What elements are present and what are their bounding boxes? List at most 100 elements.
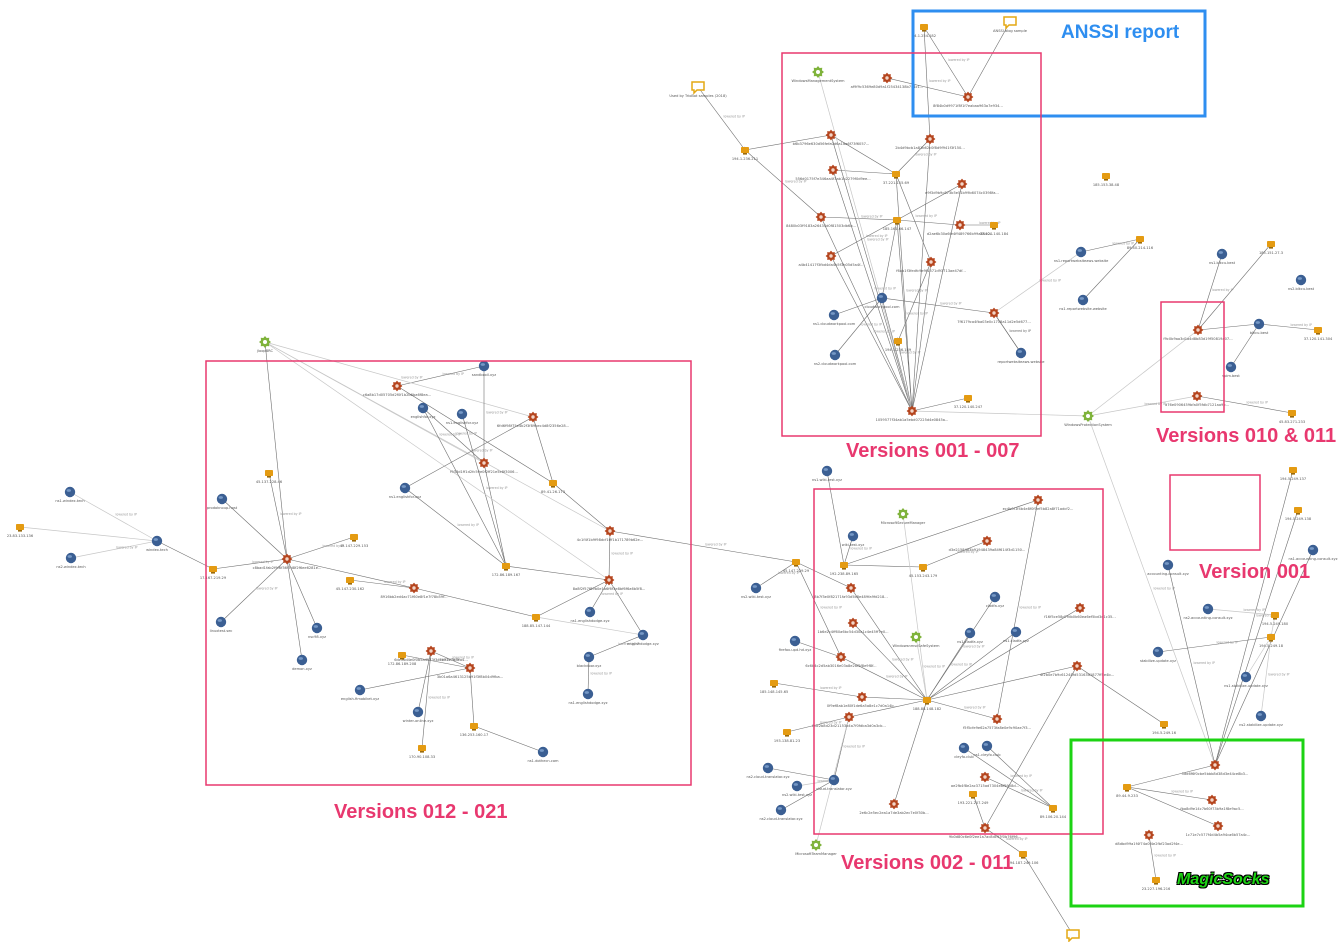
network-card-icon[interactable]	[919, 564, 927, 572]
globe-icon[interactable]	[791, 780, 803, 792]
gear-bug-icon[interactable]	[825, 129, 837, 141]
gear-bug-icon[interactable]	[847, 617, 859, 629]
gear-bug-icon[interactable]	[527, 411, 539, 423]
gear-bug-icon[interactable]	[888, 798, 900, 810]
globe-icon[interactable]	[583, 651, 595, 663]
globe-icon[interactable]	[1253, 318, 1265, 330]
gear-bug-icon[interactable]	[391, 380, 403, 392]
globe-icon[interactable]	[584, 606, 596, 618]
globe-icon[interactable]	[1077, 294, 1089, 306]
globe-icon[interactable]	[1152, 646, 1164, 658]
network-card-icon[interactable]	[840, 562, 848, 570]
gear-bug-icon[interactable]	[979, 771, 991, 783]
system-gear-icon[interactable]	[897, 508, 909, 520]
gear-bug-icon[interactable]	[1143, 829, 1155, 841]
globe-icon[interactable]	[1075, 246, 1087, 258]
globe-icon[interactable]	[65, 552, 77, 564]
network-card-icon[interactable]	[549, 480, 557, 488]
globe-icon[interactable]	[821, 465, 833, 477]
gear-bug-icon[interactable]	[881, 72, 893, 84]
network-card-icon[interactable]	[894, 338, 902, 346]
network-card-icon[interactable]	[265, 470, 273, 478]
globe-icon[interactable]	[537, 746, 549, 758]
network-card-icon[interactable]	[1288, 410, 1296, 418]
gear-bug-icon[interactable]	[827, 164, 839, 176]
globe-icon[interactable]	[876, 292, 888, 304]
globe-icon[interactable]	[775, 804, 787, 816]
network-card-icon[interactable]	[418, 745, 426, 753]
network-card-icon[interactable]	[1123, 784, 1131, 792]
globe-icon[interactable]	[478, 360, 490, 372]
gear-bug-icon[interactable]	[924, 133, 936, 145]
network-card-icon[interactable]	[1294, 507, 1302, 515]
globe-icon[interactable]	[582, 688, 594, 700]
globe-icon[interactable]	[456, 408, 468, 420]
globe-icon[interactable]	[354, 684, 366, 696]
gear-bug-icon[interactable]	[956, 178, 968, 190]
system-gear-icon[interactable]	[810, 839, 822, 851]
report-bubble-icon[interactable]	[1066, 929, 1080, 942]
network-card-icon[interactable]	[964, 395, 972, 403]
globe-icon[interactable]	[151, 535, 163, 547]
globe-icon[interactable]	[964, 627, 976, 639]
gear-bug-icon[interactable]	[408, 582, 420, 594]
network-card-icon[interactable]	[892, 171, 900, 179]
network-card-icon[interactable]	[1019, 851, 1027, 859]
network-card-icon[interactable]	[1102, 173, 1110, 181]
globe-icon[interactable]	[1162, 559, 1174, 571]
gear-bug-icon[interactable]	[979, 822, 991, 834]
network-card-icon[interactable]	[792, 559, 800, 567]
network-card-icon[interactable]	[1267, 241, 1275, 249]
globe-icon[interactable]	[1240, 671, 1252, 683]
gear-bug-icon[interactable]	[604, 525, 616, 537]
network-card-icon[interactable]	[1267, 634, 1275, 642]
gear-bug-icon[interactable]	[478, 457, 490, 469]
globe-icon[interactable]	[412, 706, 424, 718]
globe-icon[interactable]	[847, 530, 859, 542]
gear-bug-icon[interactable]	[835, 651, 847, 663]
network-card-icon[interactable]	[16, 524, 24, 532]
gear-bug-icon[interactable]	[954, 219, 966, 231]
network-card-icon[interactable]	[1314, 327, 1322, 335]
globe-icon[interactable]	[1010, 626, 1022, 638]
globe-icon[interactable]	[296, 654, 308, 666]
report-bubble-icon[interactable]	[1003, 16, 1017, 30]
gear-bug-icon[interactable]	[1192, 324, 1204, 336]
globe-icon[interactable]	[1255, 710, 1267, 722]
network-card-icon[interactable]	[350, 534, 358, 542]
globe-icon[interactable]	[828, 774, 840, 786]
network-card-icon[interactable]	[502, 563, 510, 571]
report-bubble-icon[interactable]	[691, 81, 705, 95]
gear-bug-icon[interactable]	[906, 405, 918, 417]
network-card-icon[interactable]	[1271, 612, 1279, 620]
gear-bug-icon[interactable]	[991, 713, 1003, 725]
gear-bug-icon[interactable]	[1071, 660, 1083, 672]
network-card-icon[interactable]	[209, 566, 217, 574]
network-card-icon[interactable]	[990, 222, 998, 230]
network-card-icon[interactable]	[923, 697, 931, 705]
system-gear-icon[interactable]	[259, 336, 271, 348]
system-gear-icon[interactable]	[812, 66, 824, 78]
network-card-icon[interactable]	[398, 652, 406, 660]
gear-bug-icon[interactable]	[1212, 820, 1224, 832]
globe-icon[interactable]	[789, 635, 801, 647]
network-card-icon[interactable]	[1049, 805, 1057, 813]
globe-icon[interactable]	[989, 591, 1001, 603]
network-card-icon[interactable]	[969, 791, 977, 799]
gear-bug-icon[interactable]	[425, 645, 437, 657]
globe-icon[interactable]	[64, 486, 76, 498]
gear-bug-icon[interactable]	[856, 691, 868, 703]
gear-bug-icon[interactable]	[981, 535, 993, 547]
network-card-icon[interactable]	[470, 723, 478, 731]
globe-icon[interactable]	[399, 482, 411, 494]
gear-bug-icon[interactable]	[603, 574, 615, 586]
network-card-icon[interactable]	[346, 577, 354, 585]
globe-icon[interactable]	[1307, 544, 1319, 556]
globe-icon[interactable]	[750, 582, 762, 594]
network-card-icon[interactable]	[920, 24, 928, 32]
network-card-icon[interactable]	[783, 729, 791, 737]
globe-icon[interactable]	[829, 349, 841, 361]
globe-icon[interactable]	[762, 762, 774, 774]
system-gear-icon[interactable]	[1082, 410, 1094, 422]
